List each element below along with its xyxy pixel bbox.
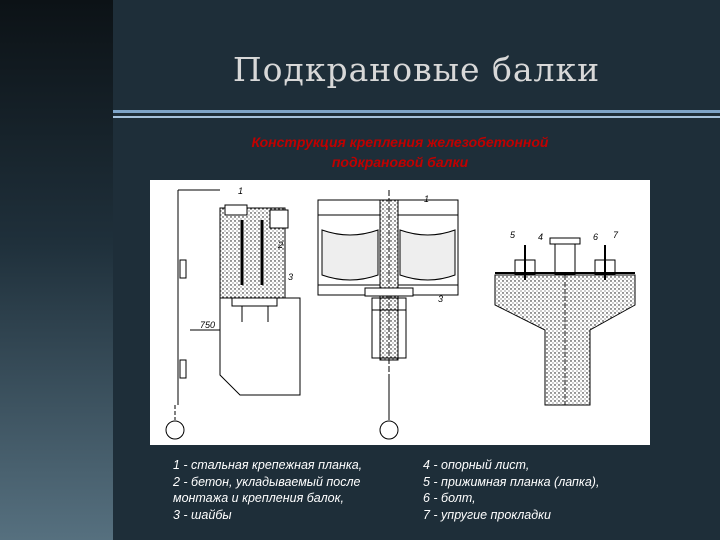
technical-drawing: 1 2 3 750 1 3 bbox=[150, 180, 650, 445]
title-rule-bottom bbox=[113, 116, 720, 118]
legend-item: 1 - стальная крепежная планка, bbox=[173, 458, 363, 472]
legend-item: 5 - прижимная планка (лапка), bbox=[423, 474, 600, 489]
dimension-label: 750 bbox=[200, 320, 215, 330]
legend-item: 2 - бетон, укладываемый после bbox=[173, 474, 361, 489]
legend-item: 3 - шайбы bbox=[173, 507, 232, 522]
beam-fastening-drawing: 1 2 3 750 1 3 bbox=[165, 186, 636, 440]
callout-3-left: 3 bbox=[288, 272, 293, 282]
callout-7-right: 7 bbox=[613, 230, 619, 240]
middle-elevation-view bbox=[317, 190, 459, 440]
caption-line-1: Конструкция крепления железобетонной bbox=[251, 134, 549, 150]
callout-5-right: 5 bbox=[510, 230, 516, 240]
right-cross-section bbox=[494, 237, 636, 406]
legend-right-column: 4 - опорный лист, 5 - прижимная планка (… bbox=[423, 457, 663, 523]
legend-item: 6 - болт, bbox=[423, 491, 476, 505]
legend-item: монтажа и крепления балок, bbox=[173, 491, 344, 505]
callout-2-left: 2 bbox=[277, 240, 283, 250]
legend-left-column: 1 - стальная крепежная планка, 2 - бетон… bbox=[173, 457, 403, 523]
legend-item: 4 - опорный лист, bbox=[423, 458, 530, 472]
drawing-caption: Конструкция крепления железобетонной под… bbox=[150, 132, 650, 172]
callout-1-middle: 1 bbox=[424, 194, 429, 204]
callout-3-middle: 3 bbox=[438, 294, 443, 304]
callout-1-left: 1 bbox=[238, 186, 243, 196]
legend-item: 7 - упругие прокладки bbox=[423, 507, 551, 522]
left-section-view bbox=[165, 189, 301, 440]
caption-line-2: подкрановой балки bbox=[331, 154, 469, 170]
callout-4-right: 4 bbox=[538, 232, 543, 242]
left-gradient-bar bbox=[0, 0, 113, 540]
slide-title: Подкрановые балки bbox=[232, 50, 601, 89]
title-rule-top bbox=[113, 110, 720, 113]
callout-6-right: 6 bbox=[593, 232, 598, 242]
